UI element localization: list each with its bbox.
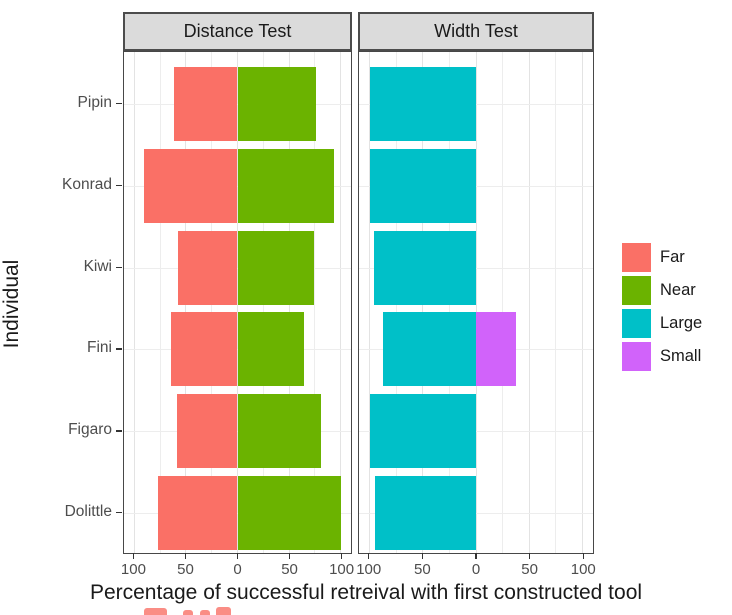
bar-near-figaro [237,394,322,469]
bar-large-kiwi [373,230,476,305]
gridline-horizontal [359,512,593,514]
gridline-vertical [133,52,135,553]
bar-near-konrad [237,148,335,223]
x-axis-title: Percentage of successful retreival with … [89,581,643,604]
legend-label: Small [660,347,702,365]
bar-far-kiwi [177,230,238,305]
legend-label: Near [660,281,696,299]
x-axis-distance-test: 100 50 0 50 100 [121,552,354,579]
bar-small-fini [476,312,517,387]
bar-near-pipin [237,66,316,141]
gridline-horizontal [359,185,593,187]
x-axis-width-test: 100 50 0 50 100 [356,552,596,579]
y-tick-label-pipin: Pipin [77,93,112,111]
y-tick-label-kiwi: Kiwi [83,257,112,275]
y-tick-label-dolittle: Dolittle [64,502,112,520]
x-tick [528,552,531,559]
y-tick-label-konrad: Konrad [62,175,112,193]
bar-far-dolittle [158,475,238,550]
bar-near-dolittle [237,475,341,550]
x-tick-label: 50 [281,560,298,578]
legend-item-near: Near [622,276,702,305]
bar-large-dolittle [374,475,476,550]
x-tick [184,552,187,559]
x-tick-label: 50 [414,560,431,578]
panel-distance-test [123,51,352,554]
bar-far-figaro [176,394,238,469]
bar-large-fini [383,312,476,387]
gridline-vertical [528,52,530,553]
gridline-vertical [475,52,477,553]
y-tick-label-figaro: Figaro [68,421,112,439]
gridline-vertical [340,52,342,553]
gridline-horizontal [359,103,593,105]
facet-strip-label: Width Test [434,21,518,41]
x-tick [288,552,291,559]
x-tick [582,552,585,559]
legend-item-far: Far [622,243,702,272]
x-tick-label: 50 [521,560,538,578]
legend-item-large: Large [622,309,702,338]
facet-strip-label: Distance Test [183,21,292,41]
bar-far-pipin [173,66,238,141]
legend-swatch-far [622,243,651,272]
panel-width-test [358,51,594,554]
cropped-bottom-artifact [200,610,210,615]
bar-large-pipin [369,66,476,141]
y-tick-label-fini: Fini [87,339,112,357]
x-tick-label: 50 [177,560,194,578]
legend-item-small: Small [622,342,702,371]
legend-label: Far [660,248,685,266]
y-tick [116,430,122,432]
x-tick-label: 100 [329,560,355,578]
legend-swatch-near [622,276,651,305]
gridline-vertical [369,52,371,553]
x-tick-label: 100 [356,560,382,578]
gridline-horizontal [359,431,593,433]
gridline-vertical [159,52,161,553]
legend-swatch-small [622,342,651,371]
facet-strip-distance-test: Distance Test [123,12,352,51]
cropped-bottom-artifact [216,607,231,615]
x-tick [421,552,424,559]
bar-far-fini [171,312,238,387]
bar-near-kiwi [237,230,314,305]
x-tick [475,552,477,559]
gridline-vertical [555,52,557,553]
cropped-bottom-artifact [183,610,193,615]
legend-label: Large [660,314,703,332]
bar-large-figaro [369,394,476,469]
y-tick [116,266,122,268]
x-tick-label: 100 [120,560,146,578]
x-tick [132,552,135,559]
y-tick [116,184,122,187]
gridline-vertical [314,52,316,553]
bar-near-fini [237,312,304,387]
x-tick-label: 100 [570,560,596,578]
gridline-vertical [581,52,583,553]
cropped-bottom-artifact [144,608,167,615]
bar-far-konrad [143,148,238,223]
gridline-horizontal [359,267,593,269]
bar-large-konrad [369,148,476,223]
x-tick-label: 0 [471,560,481,578]
legend-swatch-large [622,309,651,338]
y-tick [116,511,122,514]
facet-strip-width-test: Width Test [358,12,594,51]
x-tick-label: 0 [233,560,242,578]
x-tick [340,552,343,559]
y-tick [116,348,122,350]
y-tick [116,102,122,105]
x-tick [367,552,370,559]
gridline-vertical [502,52,504,553]
x-tick [236,552,239,559]
